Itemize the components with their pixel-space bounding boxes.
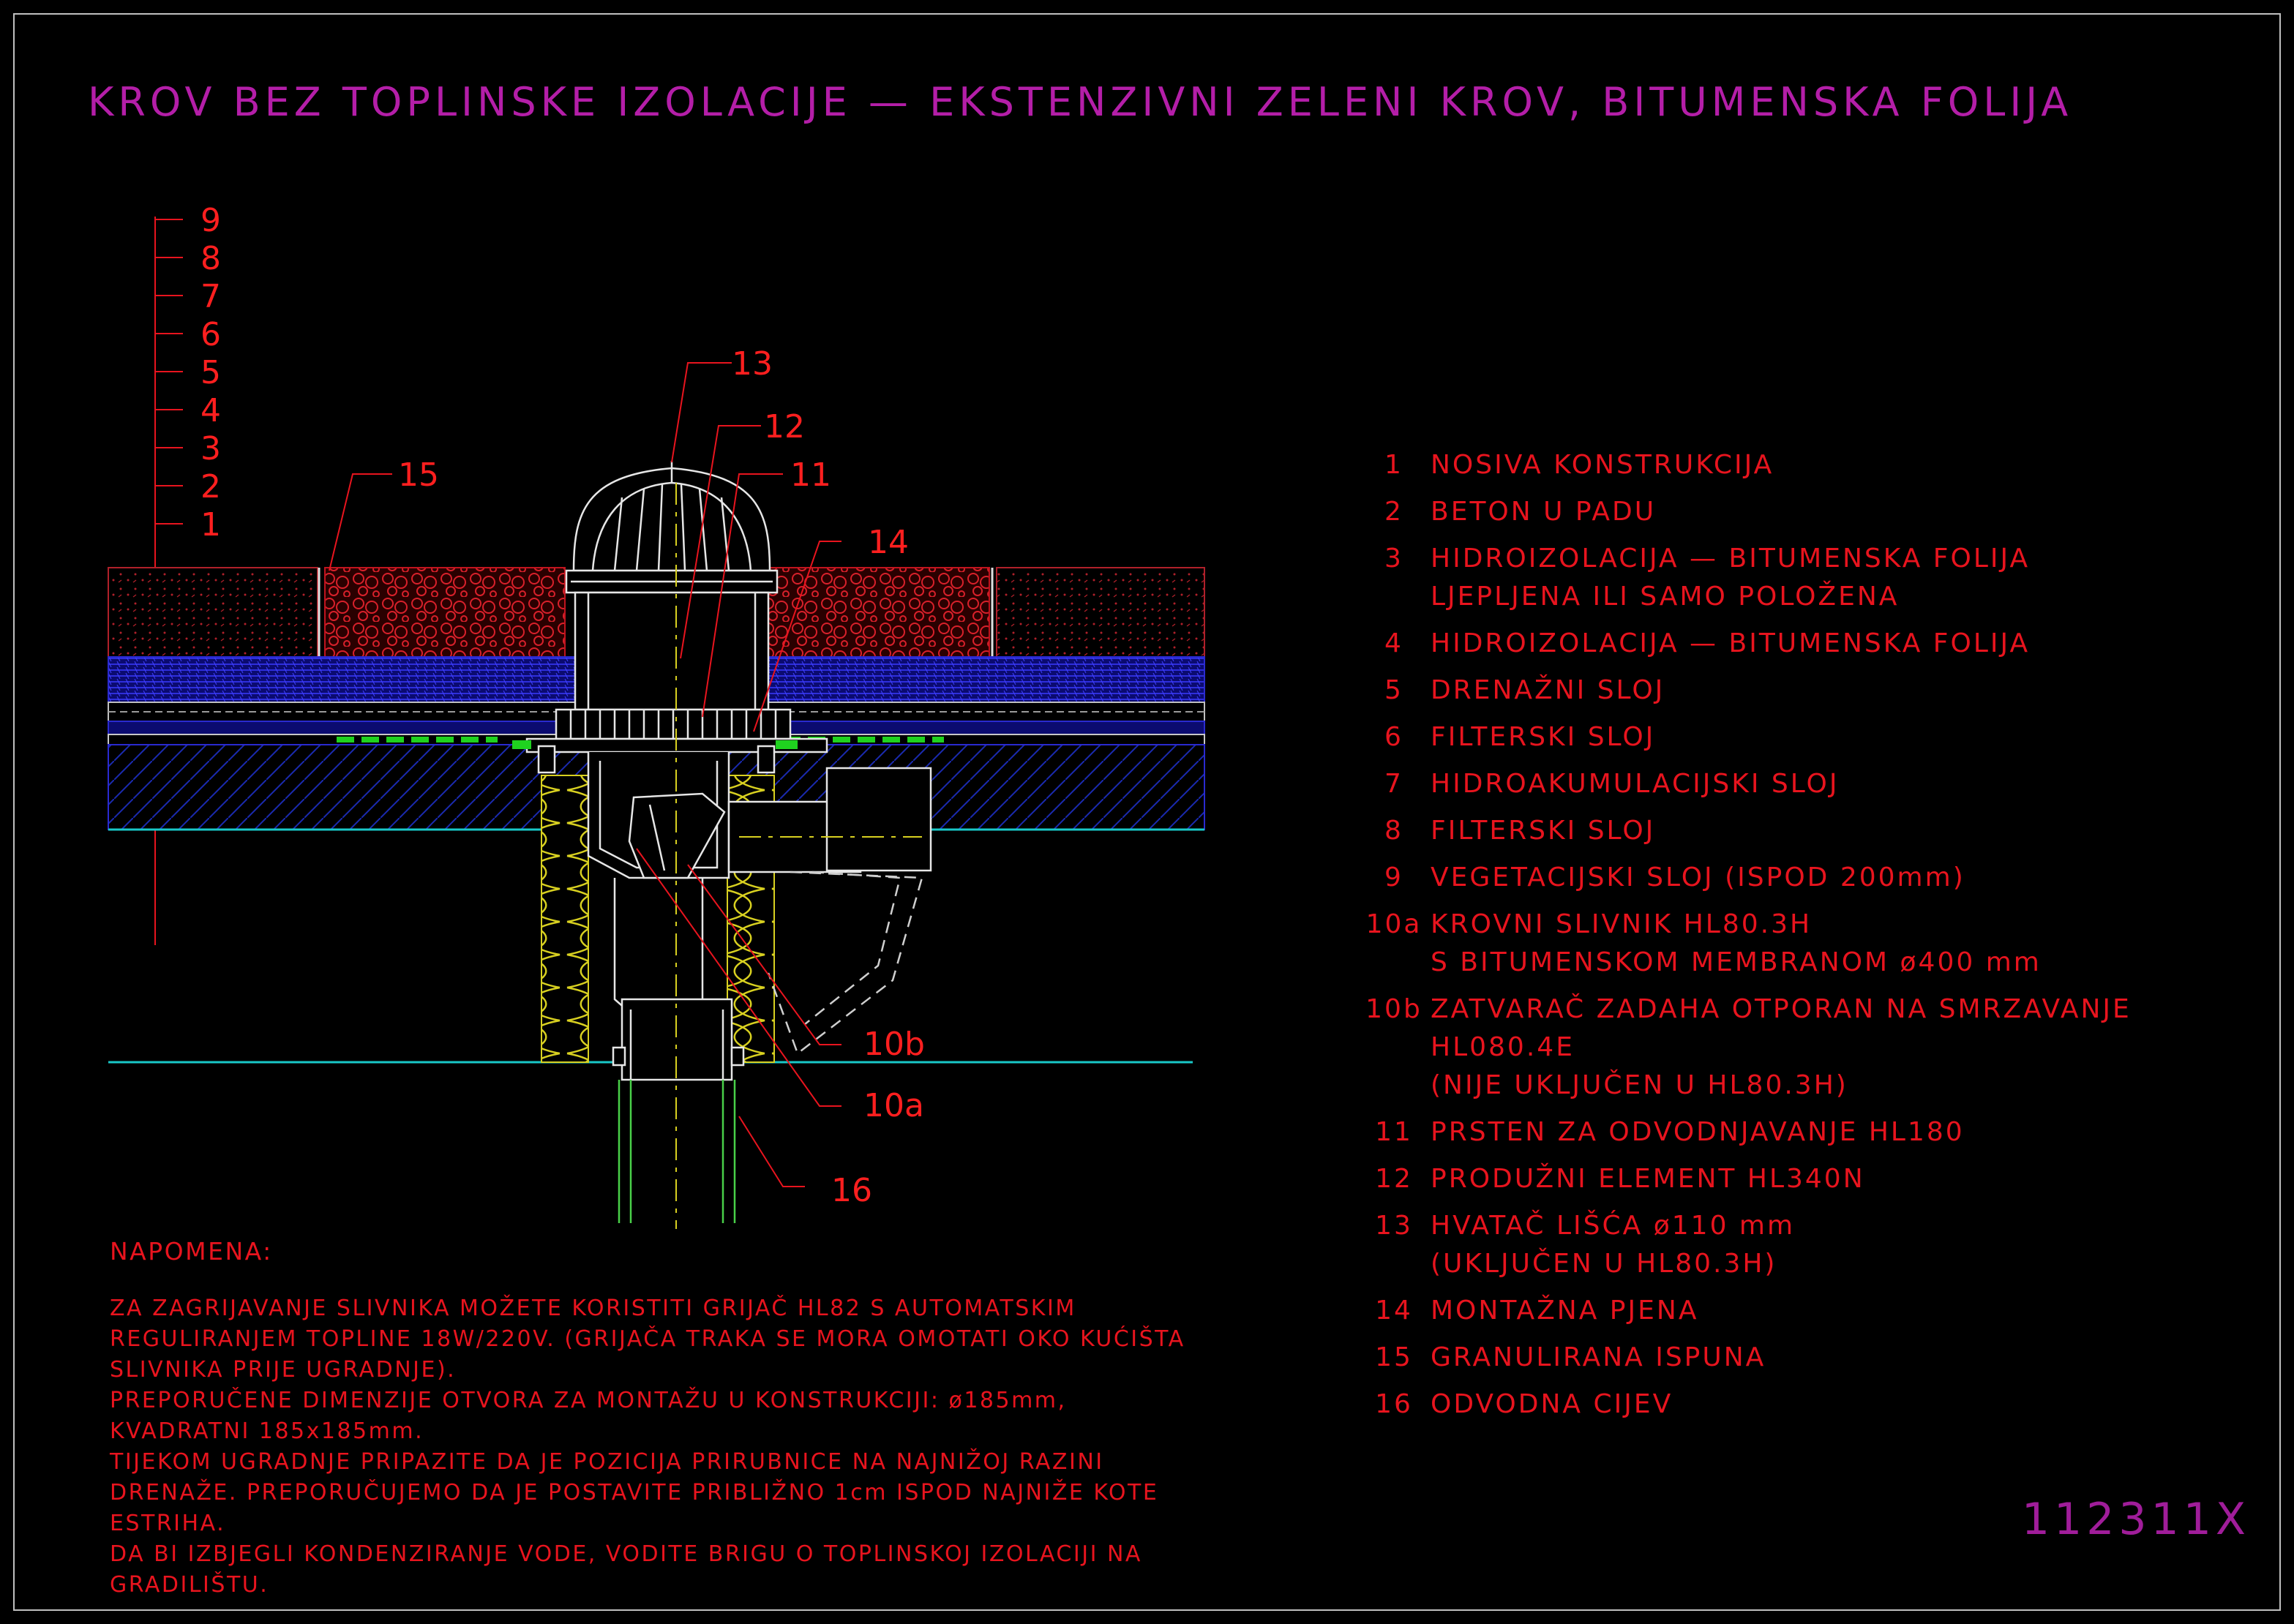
callout-10b: 10b: [863, 1026, 925, 1063]
legend-item: 10a KROVNI SLIVNIK HL80.3H S BITUMENSKOM …: [1357, 906, 2235, 982]
legend-item-number: 3: [1384, 544, 1403, 574]
page-title: KROV BEZ TOPLINSKE IZOLACIJE — EKSTENZIV…: [88, 79, 2073, 125]
legend-item-number: 13: [1375, 1211, 1413, 1241]
legend-item-number: 1: [1384, 450, 1403, 480]
scale-label-7: 7: [200, 278, 221, 315]
scale-label-5: 5: [200, 354, 221, 391]
callout-15: 15: [398, 456, 439, 494]
legend-item-text: ZATVARAČ ZADAHA OTPORAN NA SMRZAVANJE HL…: [1431, 994, 2132, 1100]
legend-item-text: NOSIVA KONSTRUKCIJA: [1431, 450, 1774, 480]
drawing-frame: [13, 13, 2281, 1611]
legend-item: 2 BETON U PADU: [1357, 493, 2235, 531]
legend-item-number: 10a: [1365, 909, 1422, 939]
callout-14: 14: [868, 524, 909, 561]
legend-item-number: 14: [1375, 1296, 1413, 1326]
legend-item-text: GRANULIRANA ISPUNA: [1431, 1342, 1766, 1372]
callout-13: 13: [732, 345, 773, 383]
callout-12: 12: [764, 408, 805, 446]
legend-item-number: 9: [1384, 862, 1403, 892]
legend-item-number: 16: [1375, 1389, 1413, 1419]
scale-label-1: 1: [200, 506, 221, 544]
leader-lines: [329, 362, 841, 1187]
legend-item-text: HIDROIZOLACIJA — BITUMENSKA FOLIJA: [1431, 628, 2031, 658]
substrate-left: [108, 567, 318, 658]
legend-item-text: BETON U PADU: [1431, 497, 1657, 527]
legend-item-number: 7: [1384, 769, 1403, 799]
legend-item: 12 PRODUŽNI ELEMENT HL340N: [1357, 1160, 2235, 1198]
legend-item: 4 HIDROIZOLACIJA — BITUMENSKA FOLIJA: [1357, 625, 2235, 663]
legend-item-number: 6: [1384, 722, 1403, 752]
legend-item: 15 GRANULIRANA ISPUNA: [1357, 1339, 2235, 1377]
legend-item-text: DRENAŽNI SLOJ: [1431, 675, 1665, 705]
legend-item-text: HIDROIZOLACIJA — BITUMENSKA FOLIJA LJEPL…: [1431, 544, 2031, 612]
drawing-code: 112311X: [2021, 1494, 2250, 1545]
legend-item-number: 11: [1375, 1117, 1413, 1147]
legend-item: 13 HVATAČ LIŠĆA ø110 mm (UKLJUČEN U HL80.…: [1357, 1207, 2235, 1283]
legend-item: 6 FILTERSKI SLOJ: [1357, 718, 2235, 756]
legend-item: 3 HIDROIZOLACIJA — BITUMENSKA FOLIJA LJEP…: [1357, 540, 2235, 616]
scale-label-4: 4: [200, 392, 221, 429]
legend-item-number: 10b: [1365, 994, 1422, 1024]
legend-item: 10b ZATVARAČ ZADAHA OTPORAN NA SMRZAVANJE…: [1357, 990, 2235, 1105]
legend-item-text: PRODUŽNI ELEMENT HL340N: [1431, 1164, 1865, 1194]
legend-item-text: FILTERSKI SLOJ: [1431, 816, 1656, 846]
note-paragraph: PREPORUČENE DIMENZIJE OTVORA ZA MONTAŽU …: [110, 1388, 1067, 1444]
legend-item: 11 PRSTEN ZA ODVODNJAVANJE HL180: [1357, 1113, 2235, 1151]
notes: NAPOMENA: ZA ZAGRIJAVANJE SLIVNIKA MOŽET…: [110, 1236, 1207, 1601]
legend-item-text: ODVODNA CIJEV: [1431, 1389, 1673, 1419]
note-paragraph: ZA ZAGRIJAVANJE SLIVNIKA MOŽETE KORISTIT…: [110, 1296, 1185, 1383]
scale-label-9: 9: [200, 202, 221, 239]
legend-item-number: 2: [1384, 497, 1403, 527]
roof-drain: [512, 461, 932, 1229]
scale-label-6: 6: [200, 316, 221, 353]
scale-label-3: 3: [200, 430, 221, 467]
legend-item-number: 12: [1375, 1164, 1413, 1194]
legend-item: 8 FILTERSKI SLOJ: [1357, 812, 2235, 850]
legend-item: 14 MONTAŽNA PJENA: [1357, 1292, 2235, 1330]
granulate-fill-left: [324, 567, 566, 658]
legend-item-number: 8: [1384, 816, 1403, 846]
note-paragraph: TIJEKOM UGRADNJE PRIPAZITE DA JE POZICIJ…: [110, 1449, 1159, 1536]
legend-item: 1 NOSIVA KONSTRUKCIJA: [1357, 446, 2235, 484]
legend-item-number: 4: [1384, 628, 1403, 658]
legend-item: 9 VEGETACIJSKI SLOJ (ISPOD 200mm): [1357, 859, 2235, 897]
legend-item-number: 15: [1375, 1342, 1413, 1372]
insulation-left: [541, 775, 589, 1063]
legend-item-text: VEGETACIJSKI SLOJ (ISPOD 200mm): [1431, 862, 1965, 892]
legend-item-text: MONTAŽNA PJENA: [1431, 1296, 1699, 1326]
legend-item-text: HIDROAKUMULACIJSKI SLOJ: [1431, 769, 1840, 799]
legend-item-text: PRSTEN ZA ODVODNJAVANJE HL180: [1431, 1117, 1965, 1147]
callout-11: 11: [790, 456, 831, 494]
legend-item: 7 HIDROAKUMULACIJSKI SLOJ: [1357, 765, 2235, 803]
notes-heading: NAPOMENA:: [110, 1237, 273, 1266]
callout-labels: 13 12 11 15 14 10b 10a 16: [398, 345, 925, 1209]
substrate-right: [996, 567, 1205, 658]
scale-label-2: 2: [200, 468, 221, 505]
note-paragraph: DA BI IZBJEGLI KONDENZIRANJE VODE, VODIT…: [110, 1541, 1142, 1598]
legend-item: 5 DRENAŽNI SLOJ: [1357, 672, 2235, 710]
legend-item-text: HVATAČ LIŠĆA ø110 mm (UKLJUČEN U HL80.3H…: [1431, 1211, 1796, 1279]
legend-item: 16 ODVODNA CIJEV: [1357, 1386, 2235, 1424]
legend-item-text: FILTERSKI SLOJ: [1431, 722, 1656, 752]
scale-label-8: 8: [200, 240, 221, 277]
callout-16: 16: [831, 1172, 872, 1209]
callout-10a: 10a: [863, 1087, 924, 1124]
granulate-fill-right: [738, 567, 990, 658]
legend-item-text: KROVNI SLIVNIK HL80.3H S BITUMENSKOM MEM…: [1431, 909, 2042, 977]
legend-item-number: 5: [1384, 675, 1403, 705]
